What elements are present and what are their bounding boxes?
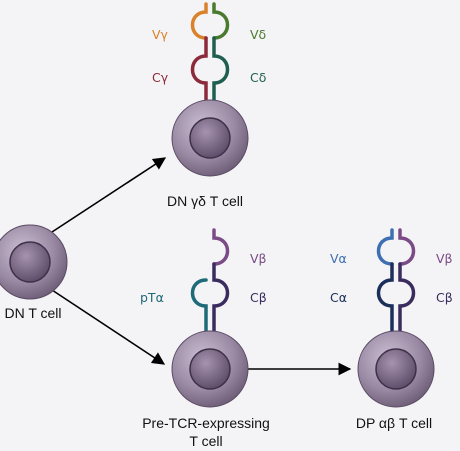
pre-right-v-domain <box>212 228 230 266</box>
pre-right-c-label: Cβ <box>250 290 267 305</box>
dp-cell-label: DP αβ T cell <box>356 415 432 431</box>
gd-left-c-label: Cγ <box>152 70 169 85</box>
pre-receptor <box>190 228 230 338</box>
gd-right-c-label: Cδ <box>250 70 266 85</box>
pre-left-c-label: pTα <box>140 290 164 305</box>
dn-cell-label: DN T cell <box>4 305 61 321</box>
pre-right-c-domain <box>212 262 230 338</box>
dp-left-v-label: Vα <box>330 251 347 266</box>
gd-receptor <box>190 2 230 108</box>
dp-left-v-domain <box>376 228 394 266</box>
gd-left-v-label: Vγ <box>152 27 169 42</box>
pre-cell-label-line2: T cell <box>189 433 222 449</box>
dp-left-c-domain <box>376 262 394 338</box>
gd-right-v-label: Vδ <box>250 27 266 42</box>
pre-right-v-label: Vβ <box>250 251 267 266</box>
dn-cell <box>0 224 68 300</box>
gd-right-v-domain <box>212 2 230 40</box>
dp-right-c-label: Cβ <box>436 290 453 305</box>
dp-cell <box>357 330 435 408</box>
pre-cell <box>171 330 249 408</box>
dp-right-v-domain <box>398 228 416 266</box>
gd-left-c-domain <box>190 36 208 108</box>
gd-cell-label: DN γδ T cell <box>167 193 243 209</box>
gd-left-v-domain <box>190 2 208 40</box>
arrow-dn-to-gd <box>51 157 167 233</box>
pre-left-c-domain <box>190 278 208 338</box>
gd-right-c-domain <box>212 36 230 108</box>
dp-right-c-domain <box>398 262 416 338</box>
dp-left-c-label: Cα <box>330 290 347 305</box>
arrow-dn-to-pre <box>51 289 166 365</box>
pre-cell-label-line1: Pre-TCR-expressing <box>142 415 270 431</box>
dp-receptor <box>376 228 416 338</box>
gd-cell <box>171 99 249 177</box>
dp-right-v-label: Vβ <box>436 251 453 266</box>
